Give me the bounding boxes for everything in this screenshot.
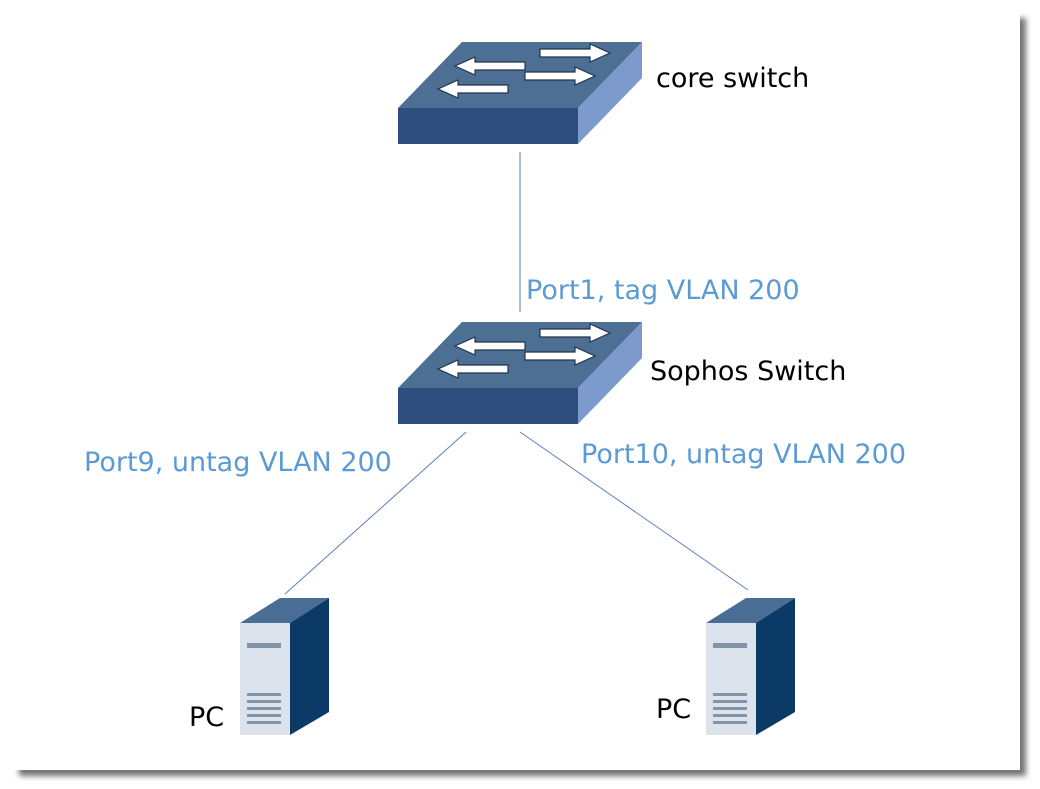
port10-label: Port10, untag VLAN 200 — [581, 439, 907, 470]
link-sophos-to-pc-right — [519, 431, 749, 591]
sophos-switch-label: Sophos Switch — [650, 356, 847, 387]
core-switch-icon — [398, 42, 642, 144]
pc-left-icon — [240, 598, 329, 735]
core-switch-label: core switch — [656, 63, 810, 94]
port1-label: Port1, tag VLAN 200 — [526, 275, 800, 306]
pc-right-icon — [706, 598, 795, 735]
pc-left-label: PC — [189, 702, 225, 733]
pc-right-label: PC — [656, 694, 692, 725]
link-sophos-to-pc-left — [284, 431, 467, 595]
port9-label: Port9, untag VLAN 200 — [84, 447, 392, 478]
sophos-switch-icon — [398, 322, 642, 424]
